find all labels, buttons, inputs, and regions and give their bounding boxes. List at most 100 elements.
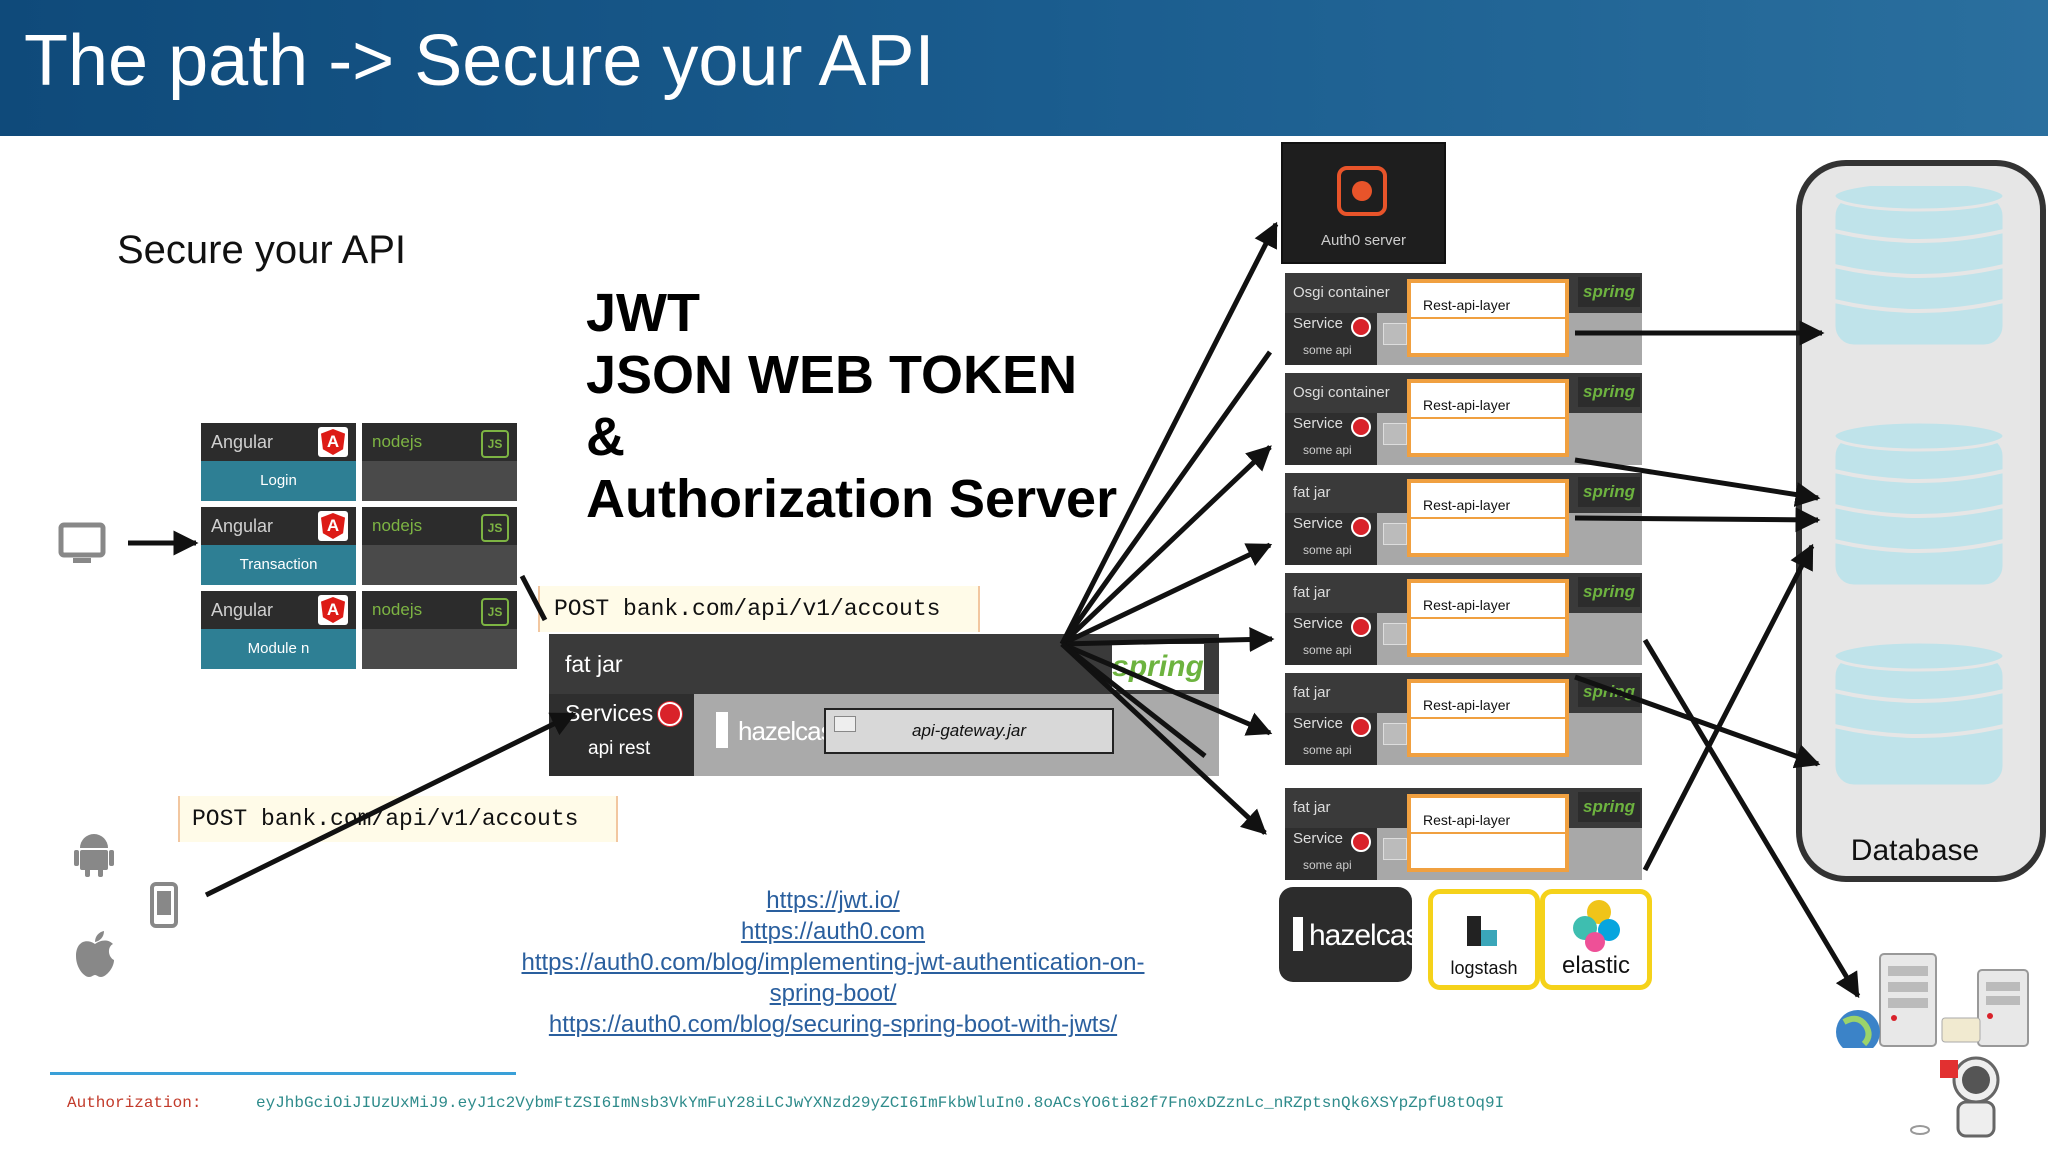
- framework-label: Angular: [211, 516, 274, 536]
- service-icon: [1351, 717, 1371, 737]
- link-jwt[interactable]: https://jwt.io/: [766, 887, 900, 914]
- spring-logo: spring: [1578, 577, 1640, 607]
- spring-logo: spring: [1578, 477, 1640, 507]
- api-label: some api: [1303, 543, 1352, 557]
- service-label: Service: [1293, 830, 1344, 847]
- service-label: Service: [1293, 415, 1344, 432]
- layer-label: Rest-api-layer: [1423, 297, 1511, 313]
- elastic-tool: elastic: [1540, 889, 1652, 990]
- heading-line: Authorization Server: [586, 469, 1118, 529]
- jar-icon: [1383, 523, 1407, 545]
- api-label: some api: [1303, 858, 1352, 872]
- backend-label: nodejs: [372, 516, 423, 535]
- service-icon: [1351, 517, 1371, 537]
- layer-label: Rest-api-layer: [1423, 812, 1511, 828]
- jar-label: api-gateway.jar: [911, 721, 1027, 740]
- gateway-container-label: fat jar: [565, 651, 623, 677]
- angular-icon: A: [318, 511, 348, 541]
- auth0-server: Auth0 server: [1281, 142, 1446, 264]
- spring-logo: spring: [1578, 792, 1640, 822]
- tool-label: logstash: [1450, 958, 1518, 978]
- service-icon: [1351, 417, 1371, 437]
- microservice: fat jar Service some api Rest-api-layer …: [1285, 573, 1642, 665]
- nodejs-backend: nodejs JS: [362, 591, 517, 669]
- jar-icon: [1383, 723, 1407, 745]
- api-label: some api: [1303, 743, 1352, 757]
- post-request-mobile: POST bank.com/api/v1/accouts: [178, 796, 618, 842]
- hazelcast-tool: hazelcast: [1279, 887, 1428, 982]
- jar-icon: [1383, 838, 1407, 860]
- rest-api-layer: Rest-api-layer: [1407, 579, 1569, 657]
- link-auth0-blog-securing[interactable]: https://auth0.com/blog/securing-spring-b…: [548, 1011, 1118, 1038]
- phone-icon: [150, 882, 178, 928]
- elastic-icon: [1573, 900, 1620, 952]
- divider: [50, 1072, 516, 1075]
- spring-logo: spring: [1578, 377, 1640, 407]
- container-label: fat jar: [1293, 799, 1331, 816]
- gateway-api-label: api rest: [588, 738, 651, 759]
- service-label: Service: [1293, 515, 1344, 532]
- authorization-token: eyJhbGciOiJIUzUxMiJ9.eyJ1c2VybmFtZSI6ImN…: [256, 1094, 1505, 1112]
- rest-api-layer: Rest-api-layer: [1407, 794, 1569, 872]
- framework-label: Angular: [211, 432, 274, 452]
- link-auth0[interactable]: https://auth0.com: [740, 918, 926, 945]
- container-label: Osgi container: [1293, 384, 1390, 401]
- microservice: Osgi container Service some api Rest-api…: [1285, 373, 1642, 465]
- spring-logo: spring: [1112, 644, 1204, 690]
- jar-icon: [1383, 323, 1407, 345]
- tool-label: elastic: [1561, 952, 1631, 979]
- frontend-module-n: Angular A Module n: [201, 591, 356, 669]
- database-label: Database: [1850, 834, 1980, 867]
- angular-icon: A: [318, 427, 348, 457]
- angular-icon: A: [318, 595, 348, 625]
- api-label: some api: [1303, 343, 1352, 357]
- database: Database: [1796, 160, 2046, 882]
- nodejs-icon: JS: [481, 514, 509, 542]
- backend-label: nodejs: [372, 432, 423, 451]
- post-request-desktop: POST bank.com/api/v1/accouts: [538, 586, 980, 632]
- tool-label: hazelcast: [1309, 919, 1428, 952]
- nodejs-icon: JS: [481, 598, 509, 626]
- gateway-services-label: Services: [565, 700, 654, 726]
- microservice: fat jar Service some api Rest-api-layer …: [1285, 673, 1642, 765]
- auth0-label: Auth0 server: [1320, 232, 1407, 249]
- container-label: fat jar: [1293, 684, 1331, 701]
- service-label: Service: [1293, 715, 1344, 732]
- microservice: fat jar Service some api Rest-api-layer …: [1285, 788, 1642, 880]
- rest-api-layer: Rest-api-layer: [1407, 279, 1569, 357]
- jwt-heading: JWT JSON WEB TOKEN & Authorization Serve…: [586, 282, 1117, 530]
- heading-line: JSON WEB TOKEN: [586, 345, 1078, 405]
- monitor-icon: [58, 522, 106, 563]
- link-auth0-blog-jwt-cont[interactable]: spring-boot/: [769, 980, 897, 1007]
- backend-label: nodejs: [372, 600, 423, 619]
- rest-api-layer: Rest-api-layer: [1407, 679, 1569, 757]
- frontend-module-transaction: Angular A Transaction: [201, 507, 356, 585]
- service-icon: [658, 702, 682, 726]
- heading-line: JWT: [586, 283, 700, 343]
- jar-icon: [834, 716, 856, 732]
- astronaut-icon: [1910, 1056, 2000, 1138]
- service-label: Service: [1293, 315, 1344, 332]
- apple-icon: [76, 931, 114, 977]
- logstash-icon: [1467, 916, 1481, 946]
- layer-label: Rest-api-layer: [1423, 697, 1511, 713]
- gateway-hazelcast-label: hazelcast: [738, 716, 840, 746]
- service-icon: [1351, 317, 1371, 337]
- module-label: Transaction: [239, 556, 318, 573]
- logstash-tool: logstash: [1428, 889, 1540, 990]
- api-gateway-jar: api-gateway.jar: [824, 708, 1114, 754]
- rest-api-layer: Rest-api-layer: [1407, 379, 1569, 457]
- microservice: fat jar Service some api Rest-api-layer …: [1285, 473, 1642, 565]
- server-icon: [1836, 953, 2029, 1048]
- container-label: fat jar: [1293, 484, 1331, 501]
- link-auth0-blog-jwt[interactable]: https://auth0.com/blog/implementing-jwt-…: [521, 949, 1145, 976]
- layer-label: Rest-api-layer: [1423, 597, 1511, 613]
- module-label: Module n: [247, 640, 310, 657]
- android-icon: [74, 834, 114, 877]
- heading-line: &: [586, 407, 625, 467]
- container-label: Osgi container: [1293, 284, 1390, 301]
- container-label: fat jar: [1293, 584, 1331, 601]
- hazelcast-mark-icon: [716, 712, 728, 748]
- hazelcast-mark-icon: [1293, 917, 1303, 951]
